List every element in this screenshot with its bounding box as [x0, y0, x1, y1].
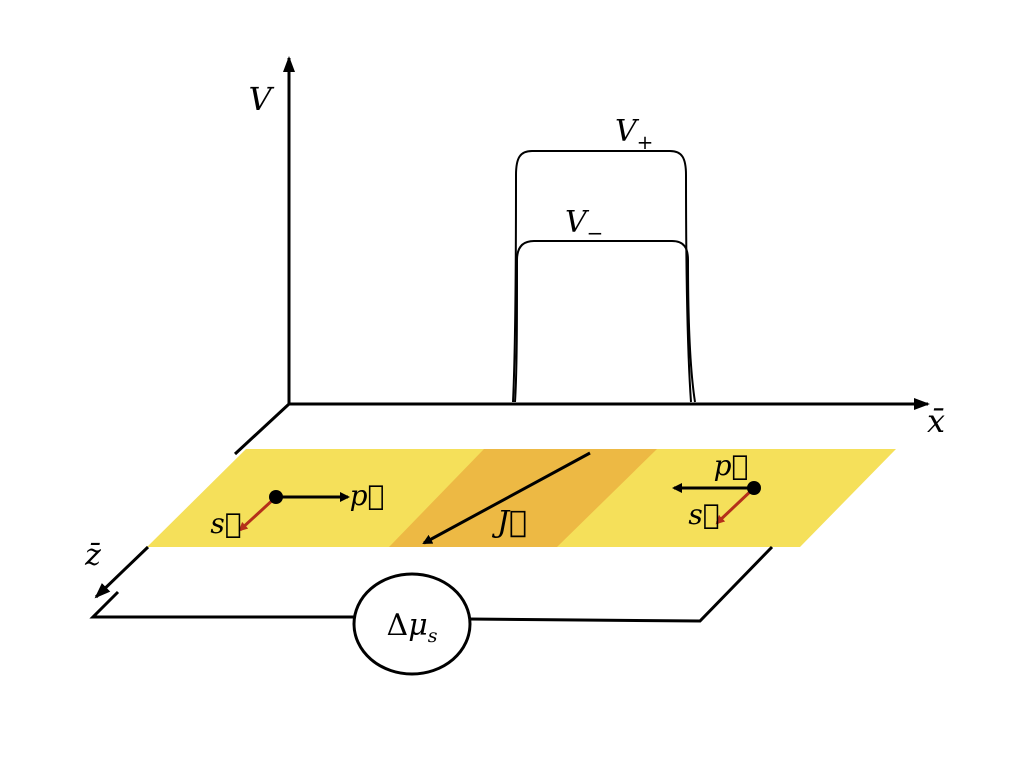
- v-minus-label: V−: [565, 205, 603, 245]
- current-label: J⃗: [491, 505, 527, 540]
- z-axis: [94, 545, 150, 599]
- spin-source-delta: Δ: [387, 608, 409, 643]
- v-plus-main: V: [615, 114, 640, 149]
- v-minus-sub: −: [587, 221, 604, 245]
- spin-left-label: s⃗: [210, 507, 241, 540]
- v-minus-main: V: [565, 205, 590, 240]
- circuit-wire-right: [467, 545, 774, 623]
- spin-arrow-right: [715, 486, 756, 525]
- v-plus-sub: +: [637, 130, 654, 154]
- particle-left: [269, 490, 283, 504]
- momentum-left-label: p⃗: [350, 479, 385, 512]
- v-axis-label: V: [248, 80, 274, 118]
- momentum-right-label: p⃗: [714, 449, 749, 482]
- spin-source-circle: [352, 572, 472, 676]
- x-axis-label: x̄: [927, 402, 945, 440]
- spin-source-sub: s: [428, 625, 438, 647]
- circuit-wire: [89, 590, 355, 619]
- z-axis-label: z̄: [84, 538, 101, 573]
- spin-source-label: Δμs: [387, 608, 438, 647]
- spin-right-label: s⃗: [688, 498, 719, 531]
- v-plus-curve: [512, 150, 692, 403]
- current-arrow: [422, 451, 591, 545]
- spin-arrow-left: [238, 495, 278, 532]
- particle-right: [747, 481, 761, 495]
- v-minus-curve: [514, 240, 696, 403]
- spin-source-mu: μ: [408, 608, 428, 643]
- current-channel: [389, 449, 657, 547]
- v-plus-label: V+: [615, 114, 653, 154]
- plane-back-left-edge: [233, 402, 291, 456]
